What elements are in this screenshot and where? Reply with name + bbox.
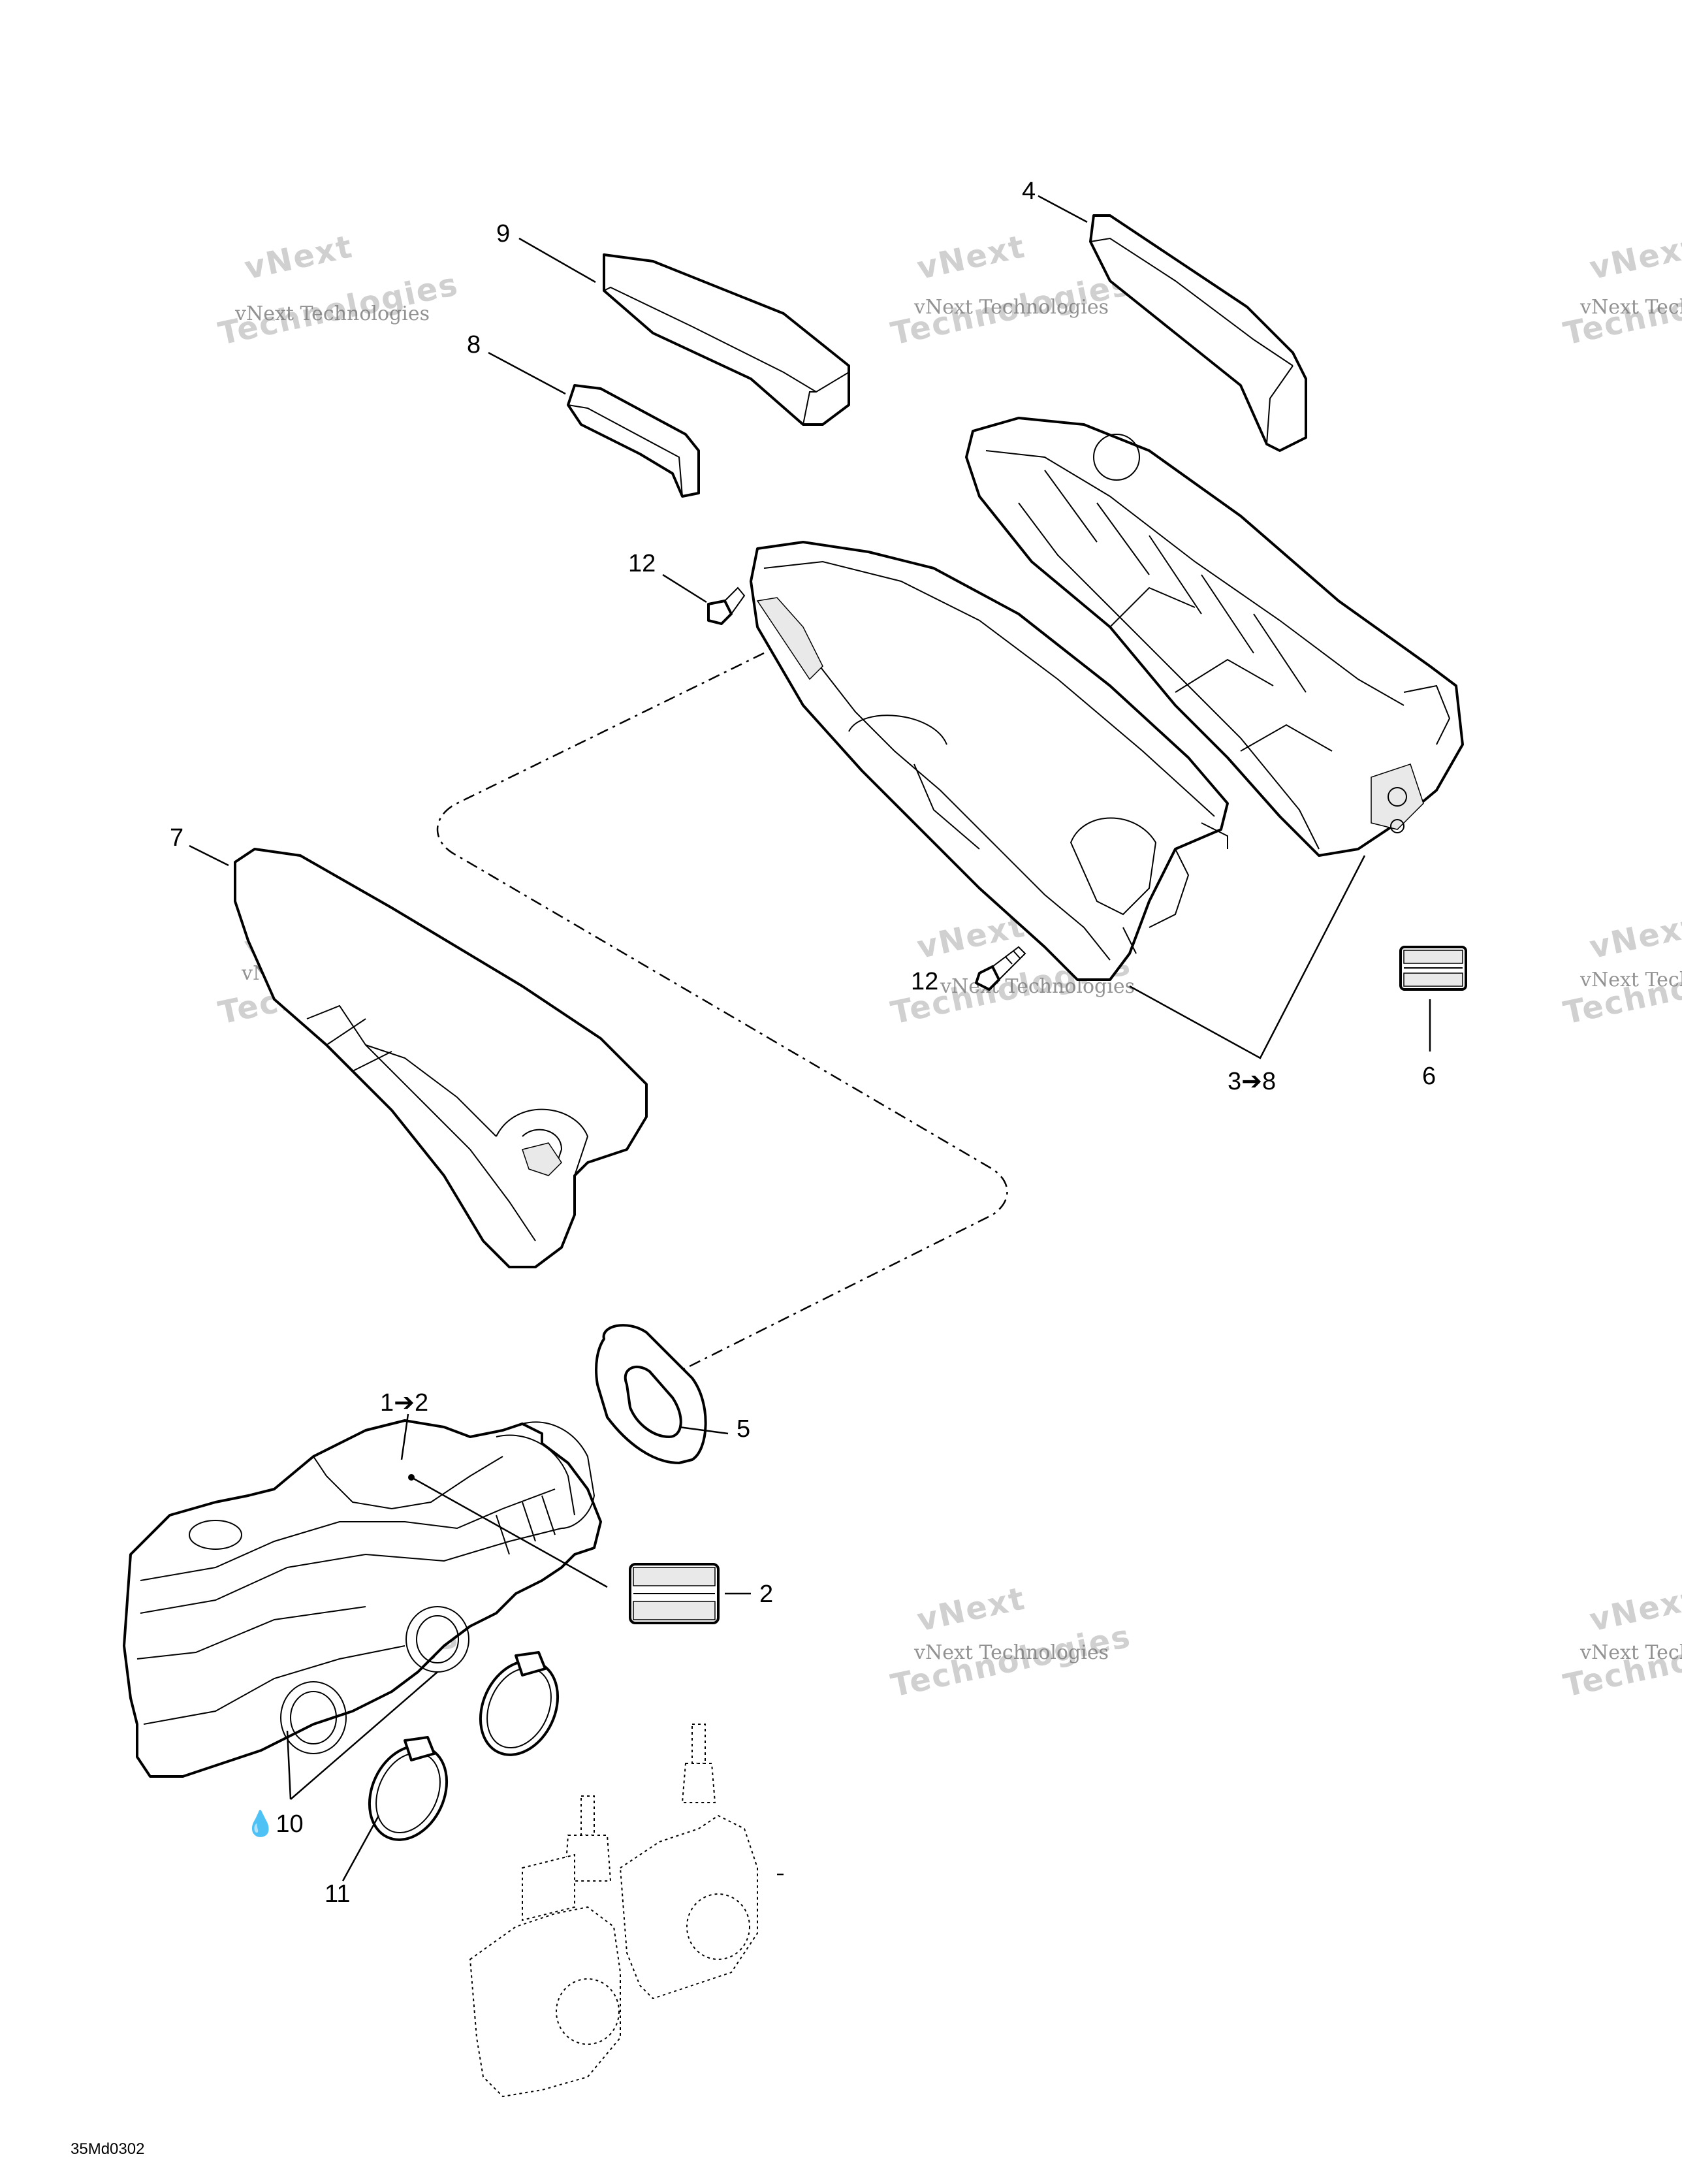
callout-4: 4 (1022, 178, 1036, 205)
watermark: vNext Technologies (888, 1581, 1135, 1705)
watermark-text: vNext Technologies (1579, 969, 1682, 991)
callout-1-2: 1➔2 (380, 1389, 428, 1417)
callout-5: 5 (737, 1415, 750, 1443)
carburetor-reference (469, 1724, 758, 2098)
watermark-text: vNext Technologies (1579, 1641, 1682, 1664)
part-5-gasket (595, 1324, 707, 1464)
part-7-intake-cover (234, 848, 648, 1268)
watermark-text: vNext Technologies (913, 296, 1109, 319)
watermark: vNext Technologies (215, 229, 462, 353)
part-11-clamp-lower (368, 1736, 449, 1841)
part-1-intake-housing (123, 1419, 602, 1778)
leader-lines (189, 195, 1431, 1882)
callout-8: 8 (467, 331, 481, 359)
callout-11: 11 (325, 1880, 350, 1908)
svg-text:vNext: vNext (1587, 908, 1682, 967)
callouts: 9 8 4 12 7 12 3➔8 6 1➔2 5 2 💧10 11 (170, 178, 1436, 1908)
silencer-base (750, 541, 1229, 981)
svg-text:vNext: vNext (914, 1581, 1029, 1639)
part-12-screw-top (707, 586, 746, 625)
watermark: vNext Technologies (1561, 908, 1682, 1032)
callout-7: 7 (170, 824, 183, 852)
svg-text:vNext: vNext (242, 229, 357, 287)
part-8-small-pad (567, 384, 700, 498)
part-11-clamp-upper (479, 1651, 560, 1756)
part-4-pad (1089, 214, 1307, 452)
drawing-code: 35Md0302 (71, 2140, 144, 2158)
watermark: vNext Technologies (1561, 1581, 1682, 1705)
callout-10: 💧10 (245, 1809, 304, 1838)
assembly-path (436, 652, 1008, 1373)
callout-12-top: 12 (628, 550, 656, 577)
watermark-text: vNext Technologies (1579, 296, 1682, 319)
part-6-label (1399, 946, 1467, 991)
callout-6: 6 (1422, 1063, 1436, 1090)
part-2-label (629, 1563, 720, 1624)
callout-3-8: 3➔8 (1228, 1068, 1276, 1095)
watermark: vNext Technologies (1561, 229, 1682, 353)
callout-9: 9 (496, 220, 510, 248)
part-9-foam-wedge (603, 253, 850, 426)
watermark-text: vNext Technologies (913, 1641, 1109, 1664)
svg-text:vNext: vNext (914, 229, 1029, 287)
callout-12-bottom: 12 (911, 968, 938, 995)
silencer-cover (965, 417, 1464, 857)
svg-text:vNext: vNext (1587, 1581, 1682, 1639)
watermark-text: vNext Technologies (234, 302, 430, 325)
part-12-screw-bottom (975, 946, 1026, 991)
svg-text:vNext: vNext (1587, 229, 1682, 287)
callout-2: 2 (759, 1581, 773, 1608)
